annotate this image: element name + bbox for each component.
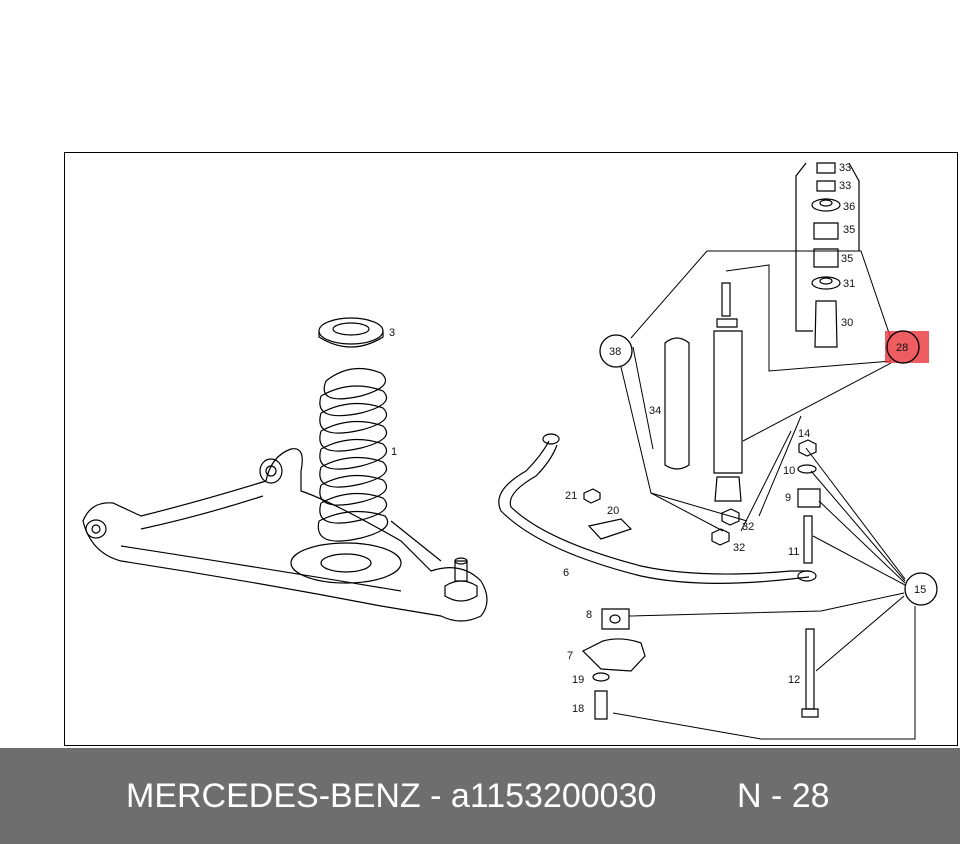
part-label-7: 7	[567, 650, 573, 662]
washer-10	[797, 464, 817, 474]
part-label-8: 8	[586, 609, 592, 621]
nut-32b	[711, 528, 730, 546]
nut-32a	[721, 508, 740, 526]
plate-20	[587, 518, 633, 540]
sleeve-11	[803, 515, 813, 564]
callout-38: 38	[609, 346, 621, 358]
part-label-33b: 33	[839, 180, 851, 192]
protective-tube	[664, 337, 690, 470]
part-label-18: 18	[572, 703, 584, 715]
parts-diagram: 3 1 6 21 20 8 7 19 18 34 32 32 33 33 36 …	[64, 152, 958, 746]
shock-absorber	[713, 282, 743, 502]
part-label-14: 14	[798, 428, 810, 440]
callout-15: 15	[914, 584, 926, 596]
part-label-6: 6	[563, 567, 569, 579]
clamp-7	[581, 638, 646, 672]
bolt-12	[805, 628, 815, 710]
part-label-20: 20	[607, 505, 619, 517]
part-number-caption: MERCEDES-BENZ - a1153200030	[126, 776, 657, 815]
diagram-reference: N - 28	[737, 776, 830, 815]
part-label-35b: 35	[841, 253, 853, 265]
part-label-19: 19	[572, 674, 584, 686]
part-label-33a: 33	[839, 162, 851, 174]
washer-19	[592, 672, 610, 682]
footer-bar: MERCEDES-BENZ - a1153200030 N - 28	[0, 748, 960, 844]
diagram-drawing: 3 1 6 21 20 8 7 19 18 34 32 32 33 33 36 …	[82, 162, 938, 740]
part-label-11: 11	[788, 546, 799, 558]
part-label-3: 3	[389, 327, 395, 339]
part-label-36: 36	[843, 201, 855, 213]
bolt-18	[594, 690, 608, 720]
part-label-31: 31	[843, 278, 855, 290]
part-label-10: 10	[783, 465, 795, 477]
part-label-12: 12	[788, 674, 800, 686]
coil-spring	[317, 367, 389, 542]
stabilizer-bar	[498, 433, 817, 584]
part-label-32b: 32	[733, 542, 745, 554]
part-label-1: 1	[391, 446, 397, 458]
part-label-34: 34	[649, 405, 661, 417]
spring-pad	[318, 317, 384, 348]
part-label-35a: 35	[843, 224, 855, 236]
part-label-9: 9	[785, 492, 791, 504]
part-label-32a: 32	[742, 521, 754, 533]
part-label-30: 30	[841, 317, 853, 329]
callout-28: 28	[896, 342, 908, 354]
nut-14	[798, 439, 817, 457]
highlight-box	[885, 331, 929, 363]
mount-stack	[795, 162, 860, 348]
bushing-8	[601, 608, 630, 630]
nut-21	[583, 488, 601, 504]
ball-joint	[444, 557, 478, 602]
part-label-21: 21	[565, 490, 577, 502]
bushing-9	[797, 488, 821, 508]
control-arm	[82, 448, 488, 622]
leader-lines	[612, 250, 916, 740]
